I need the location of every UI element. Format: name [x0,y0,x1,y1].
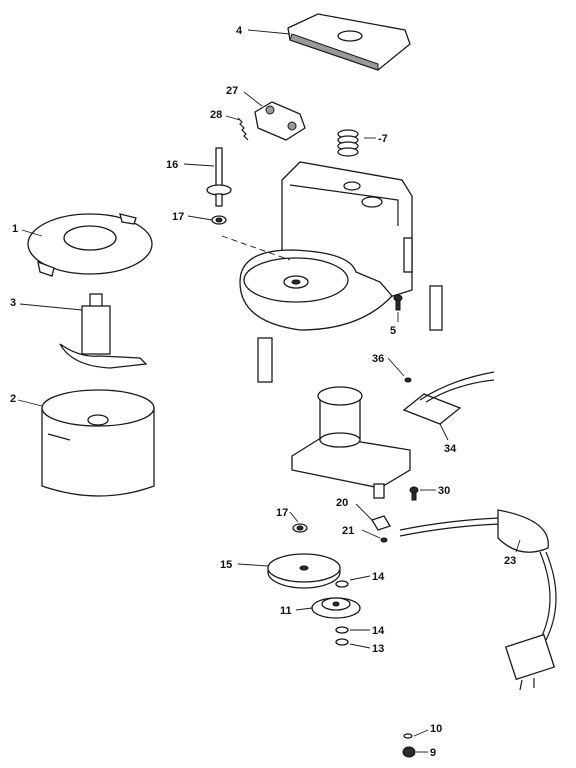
part-20-bracket [371,515,391,531]
part-14-washer-lower [335,626,349,634]
part-21-screw [380,537,388,543]
part-23-power-cord [399,509,557,691]
part-3-blade-assembly [59,293,148,369]
callout-10: 10 [430,723,442,735]
part-30-screw [409,486,419,501]
motor-base-housing [239,161,413,331]
part-34-switch-board [402,371,495,425]
part-13-washer [335,638,349,646]
part-11-pulley [311,597,361,619]
part-17-washer-upper [211,215,227,225]
callout-34: 34 [444,443,457,455]
callout-1: 1 [12,223,18,235]
part-2-bowl [41,389,155,497]
side-bracket-left [257,337,273,383]
motor-assembly [291,386,411,499]
callout-28: 28 [210,109,222,121]
part-17-washer-lower [292,523,308,533]
callout-15: 15 [220,559,232,571]
callout-11: 11 [280,605,292,617]
callout-3: 3 [10,297,16,309]
callout-16: 16 [166,159,178,171]
callout-2: 2 [10,393,16,405]
callout-21: 21 [342,525,354,537]
callout-20: 20 [336,497,348,509]
callout-14-lower: 14 [372,625,385,637]
callout-17-upper: 17 [172,211,184,223]
callout-30: 30 [438,485,450,497]
part-27-switch-assembly [254,101,306,141]
callout-17-lower: 17 [276,507,288,519]
part-7-coil-spring [337,129,359,157]
callout-23: 23 [504,555,516,567]
leader-lines [17,29,521,753]
callout-7: -7 [378,133,388,145]
part-5-screw [393,294,403,311]
callout-5: 5 [390,325,396,337]
part-4-top-cover [287,13,411,71]
part-28-spring [237,117,249,141]
callout-labels: 4 27 28 -7 16 17 1 3 5 36 2 34 30 20 17 … [10,25,516,759]
part-1-lid [27,213,153,277]
callout-14-upper: 14 [372,571,385,583]
part-14-washer-upper [335,580,349,588]
callout-9: 9 [430,747,436,759]
callout-4: 4 [236,25,243,37]
callout-36: 36 [372,353,384,365]
part-16-shaft [206,147,232,207]
part-15-gear [267,553,341,589]
part-36-screw [404,377,412,383]
part-10-washer [403,733,413,739]
side-bracket-right [429,285,443,331]
part-9-nut [402,746,416,758]
callout-27: 27 [226,85,238,97]
callout-13: 13 [372,643,384,655]
